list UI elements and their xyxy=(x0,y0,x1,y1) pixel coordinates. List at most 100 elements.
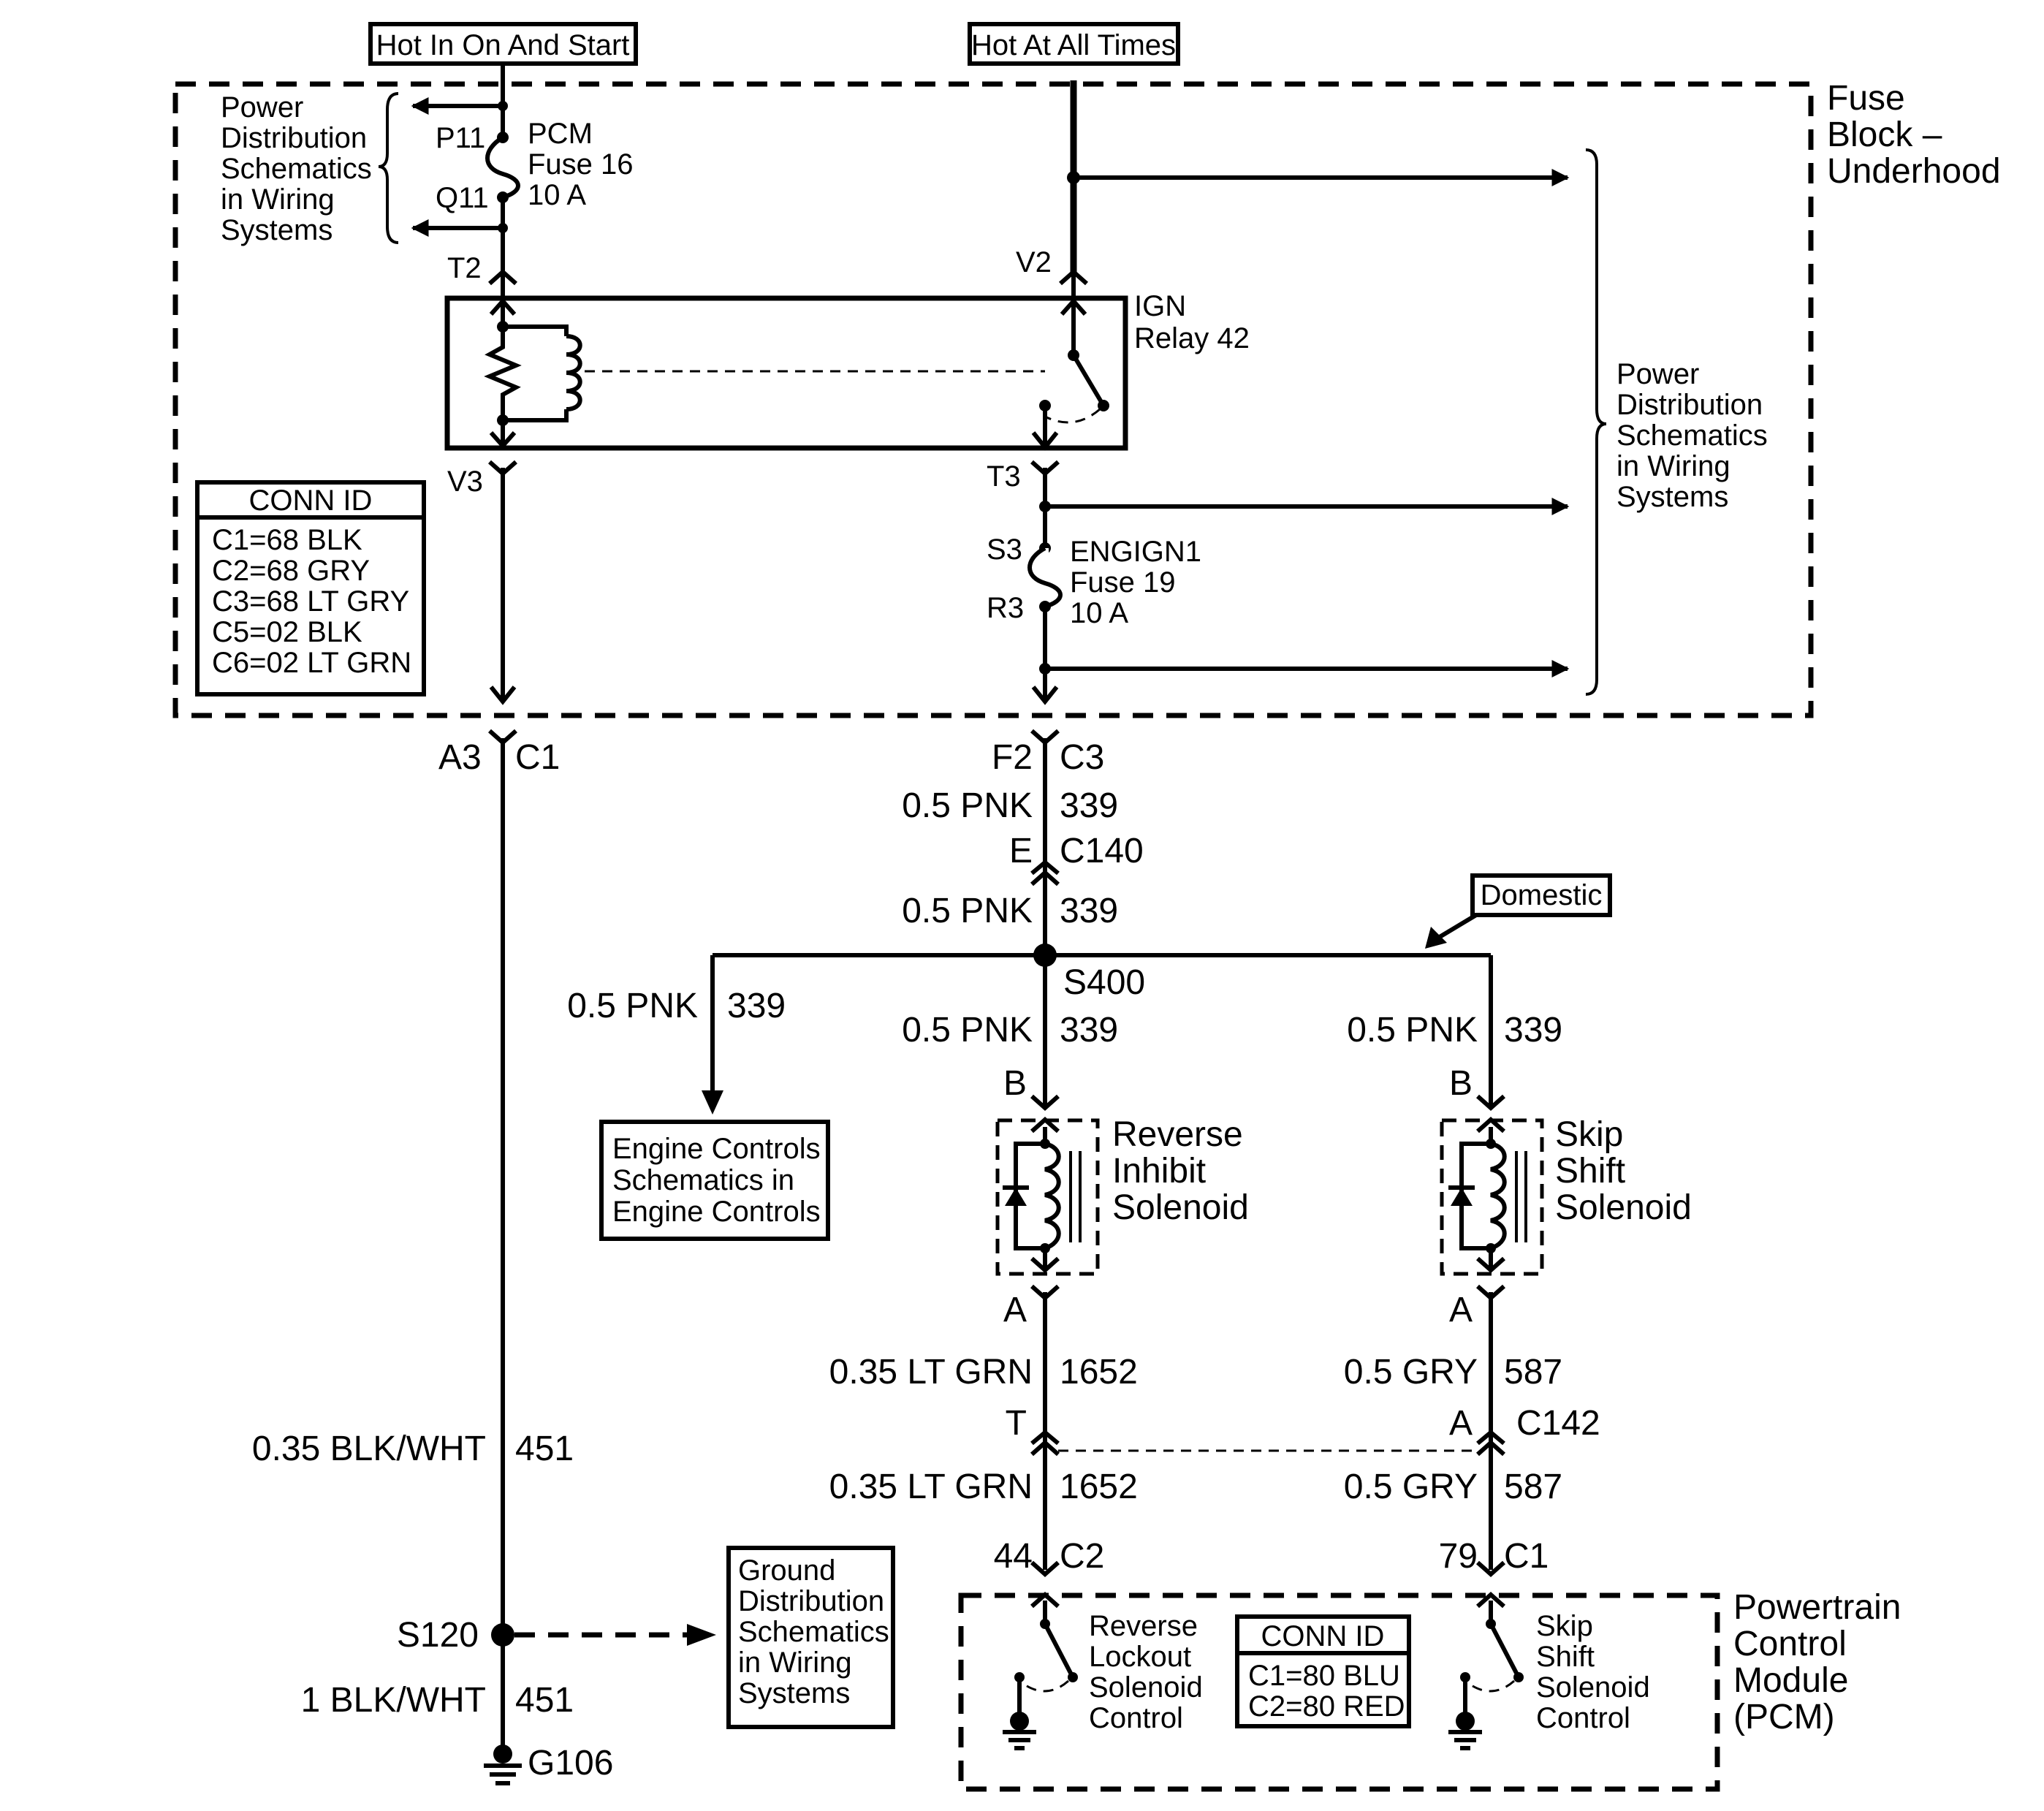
svg-text:Relay 42: Relay 42 xyxy=(1134,322,1250,354)
svg-text:Module: Module xyxy=(1733,1661,1848,1700)
svg-text:ENGIGN1: ENGIGN1 xyxy=(1070,536,1201,568)
svg-text:Q11: Q11 xyxy=(436,182,489,214)
svg-text:E: E xyxy=(1009,832,1033,870)
svg-text:Schematics: Schematics xyxy=(221,153,372,185)
svg-text:Distribution: Distribution xyxy=(738,1585,884,1617)
left-brace xyxy=(378,92,399,244)
svg-text:Hot In On And Start: Hot In On And Start xyxy=(376,29,630,61)
svg-text:Shift: Shift xyxy=(1555,1152,1625,1191)
skip-shift-solenoid xyxy=(1440,1116,1544,1276)
power-distribution-right-label: Power Distribution Schematics in Wiring … xyxy=(1616,358,1768,513)
ign-relay-42 xyxy=(444,295,1128,451)
svg-text:Reverse: Reverse xyxy=(1089,1610,1198,1642)
svg-text:Engine Controls: Engine Controls xyxy=(612,1196,821,1228)
svg-text:451: 451 xyxy=(515,1430,574,1468)
reverse-solenoid-label: Reverse Inhibit Solenoid xyxy=(1112,1115,1249,1227)
right-brace xyxy=(1585,148,1607,696)
svg-text:Distribution: Distribution xyxy=(221,122,367,154)
svg-text:339: 339 xyxy=(1060,786,1118,825)
pcm-fuse-symbol xyxy=(485,135,520,200)
svg-text:Solenoid: Solenoid xyxy=(1536,1671,1650,1704)
svg-text:C1: C1 xyxy=(515,738,560,777)
svg-text:C1=80 BLU: C1=80 BLU xyxy=(1248,1660,1400,1692)
domestic-label: Domestic xyxy=(1425,873,1612,949)
svg-text:10 A: 10 A xyxy=(1070,597,1128,629)
svg-text:Skip: Skip xyxy=(1555,1115,1623,1154)
svg-text:R3: R3 xyxy=(987,592,1024,624)
svg-text:1652: 1652 xyxy=(1060,1353,1138,1392)
svg-text:in Wiring: in Wiring xyxy=(738,1647,852,1679)
svg-text:0.5 PNK: 0.5 PNK xyxy=(902,1011,1033,1049)
svg-text:0.35 BLK/WHT: 0.35 BLK/WHT xyxy=(252,1430,486,1468)
splice-s120 xyxy=(491,1623,514,1647)
svg-text:Ground: Ground xyxy=(738,1554,835,1587)
svg-text:C6=02 LT GRN: C6=02 LT GRN xyxy=(212,647,411,679)
svg-text:C2: C2 xyxy=(1060,1537,1104,1576)
svg-text:C1=68 BLK: C1=68 BLK xyxy=(212,524,362,556)
pcm-fuse-label: PCM Fuse 16 10 A xyxy=(528,118,634,211)
svg-text:1652: 1652 xyxy=(1060,1468,1138,1506)
pcm-title: Powertrain Control Module (PCM) xyxy=(1733,1588,1901,1736)
svg-text:Schematics in: Schematics in xyxy=(612,1164,794,1196)
svg-text:0.5 GRY: 0.5 GRY xyxy=(1344,1468,1478,1506)
svg-text:A3: A3 xyxy=(438,738,482,777)
engine-controls-box: Engine Controls Schematics in Engine Con… xyxy=(599,1120,830,1241)
svg-text:C2=68 GRY: C2=68 GRY xyxy=(212,555,370,587)
svg-text:10 A: 10 A xyxy=(528,179,586,211)
svg-text:79: 79 xyxy=(1439,1537,1478,1576)
svg-text:V3: V3 xyxy=(447,466,483,498)
svg-text:Solenoid: Solenoid xyxy=(1089,1671,1203,1704)
pcm-reverse-switch xyxy=(1003,1591,1078,1750)
svg-text:339: 339 xyxy=(1060,892,1118,930)
svg-text:(PCM): (PCM) xyxy=(1733,1698,1835,1736)
svg-text:CONN ID: CONN ID xyxy=(1261,1620,1385,1652)
svg-text:C3: C3 xyxy=(1060,738,1104,777)
svg-text:Lockout: Lockout xyxy=(1089,1641,1191,1673)
svg-text:Solenoid: Solenoid xyxy=(1555,1188,1692,1227)
svg-text:S3: S3 xyxy=(987,534,1022,566)
svg-text:Solenoid: Solenoid xyxy=(1112,1188,1249,1227)
pcm-skip-switch xyxy=(1448,1591,1524,1750)
svg-text:Underhood: Underhood xyxy=(1827,152,2001,191)
svg-text:Systems: Systems xyxy=(1616,481,1728,513)
fuse-block-boundary xyxy=(172,81,1814,718)
power-distribution-left-label: Power Distribution Schematics in Wiring … xyxy=(221,91,372,246)
svg-text:Power: Power xyxy=(1616,358,1699,390)
svg-text:Engine Controls: Engine Controls xyxy=(612,1133,821,1165)
svg-text:C3=68 LT GRY: C3=68 LT GRY xyxy=(212,585,409,618)
skip-solenoid-label: Skip Shift Solenoid xyxy=(1555,1115,1692,1227)
svg-text:C5=02 BLK: C5=02 BLK xyxy=(212,616,362,648)
svg-text:B: B xyxy=(1003,1064,1027,1103)
fuse-block-conn-id-table: CONN ID C1=68 BLK C2=68 GRY C3=68 LT GRY… xyxy=(195,480,426,696)
svg-text:339: 339 xyxy=(1060,1011,1118,1049)
pcm-conn-id-table: CONN ID C1=80 BLU C2=80 RED xyxy=(1235,1614,1411,1728)
svg-text:S400: S400 xyxy=(1063,963,1145,1002)
pcm-boundary xyxy=(958,1592,1720,1792)
svg-text:Block –: Block – xyxy=(1827,115,1942,154)
reverse-inhibit-solenoid xyxy=(995,1116,1100,1276)
svg-text:Reverse: Reverse xyxy=(1112,1115,1243,1154)
svg-text:Control: Control xyxy=(1536,1702,1630,1734)
svg-text:CONN ID: CONN ID xyxy=(249,485,373,517)
svg-text:0.5 PNK: 0.5 PNK xyxy=(1347,1011,1478,1049)
svg-text:339: 339 xyxy=(727,987,786,1025)
fuse-block-title: Fuse Block – Underhood xyxy=(1827,79,2001,191)
svg-text:IGN: IGN xyxy=(1134,290,1186,322)
svg-text:PCM: PCM xyxy=(528,118,593,150)
svg-text:339: 339 xyxy=(1504,1011,1562,1049)
ign-relay-label: IGN Relay 42 xyxy=(1134,290,1250,354)
svg-text:0.35 LT GRN: 0.35 LT GRN xyxy=(829,1353,1033,1392)
svg-text:0.5 GRY: 0.5 GRY xyxy=(1344,1353,1478,1392)
svg-text:Schematics: Schematics xyxy=(1616,419,1768,452)
svg-text:0.35 LT GRN: 0.35 LT GRN xyxy=(829,1468,1033,1506)
svg-text:Fuse 16: Fuse 16 xyxy=(528,148,634,181)
source-hot-run-start: Hot In On And Start xyxy=(368,22,638,66)
svg-text:S120: S120 xyxy=(397,1616,479,1655)
svg-text:F2: F2 xyxy=(992,738,1033,777)
svg-text:1 BLK/WHT: 1 BLK/WHT xyxy=(301,1681,486,1720)
svg-text:in Wiring: in Wiring xyxy=(221,183,335,216)
svg-text:G106: G106 xyxy=(528,1744,613,1782)
ground-distribution-box: Ground Distribution Schematics in Wiring… xyxy=(726,1546,895,1729)
svg-text:Domestic: Domestic xyxy=(1481,879,1603,911)
source-hot-all-times: Hot At All Times xyxy=(968,22,1180,66)
